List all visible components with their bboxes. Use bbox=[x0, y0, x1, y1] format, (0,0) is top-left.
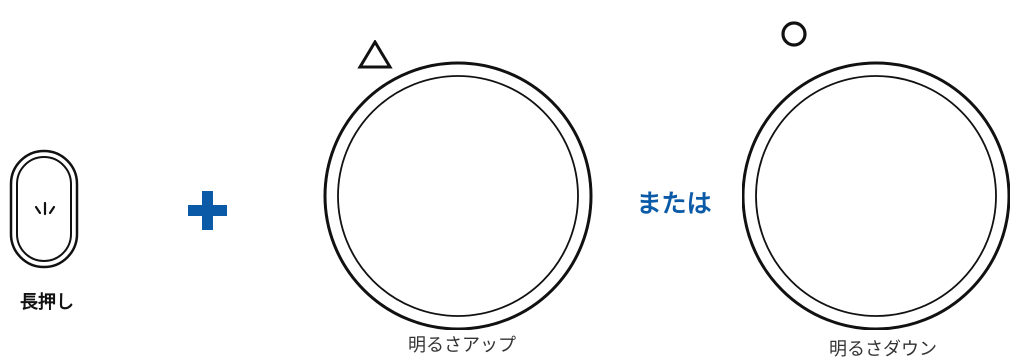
or-text: または bbox=[636, 189, 712, 218]
press-button-icon bbox=[9, 149, 79, 269]
dial-down-caption: 明るさダウン bbox=[829, 339, 937, 360]
dial-brightness-up bbox=[323, 40, 593, 330]
plus-icon bbox=[188, 191, 227, 230]
dial-up-caption: 明るさアップ bbox=[408, 335, 516, 356]
circle-icon bbox=[781, 21, 807, 47]
press-label: 長押し bbox=[20, 292, 74, 313]
dial-brightness-down bbox=[742, 21, 1010, 330]
triangle-icon bbox=[357, 40, 393, 69]
